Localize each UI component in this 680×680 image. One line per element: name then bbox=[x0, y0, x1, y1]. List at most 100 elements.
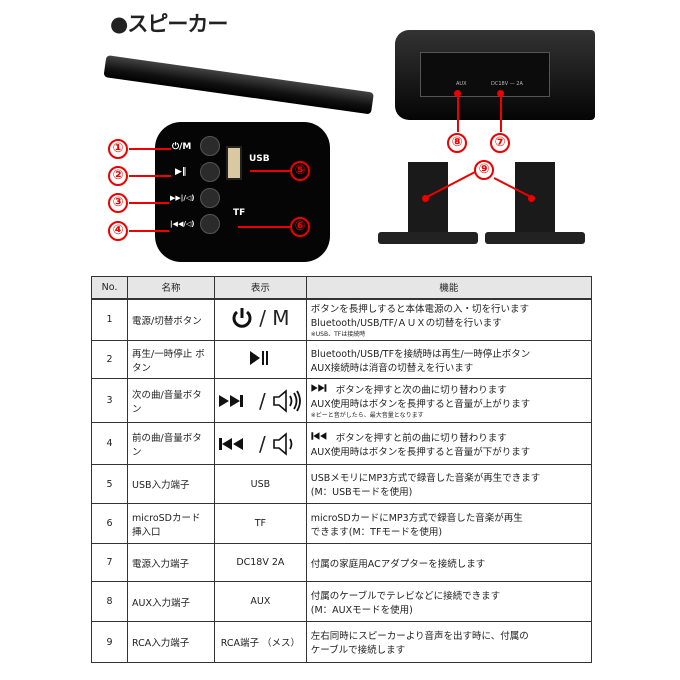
function-line: microSDカードにMP3方式で録音した音楽が再生 bbox=[310, 512, 523, 524]
tf-label: TF bbox=[233, 208, 246, 218]
row-function: ボタンを長押しすると本体電源の入・切を行います Bluetooth/USB/TF/… bbox=[305, 298, 593, 341]
row-display: USB bbox=[214, 464, 307, 504]
function-line: AUX接続時は消音の切替えを行います bbox=[310, 362, 474, 374]
rear-panel-photo: AUX DC18V — 2A bbox=[395, 30, 595, 120]
display-text: / bbox=[259, 388, 266, 413]
play-pause-icon bbox=[250, 350, 270, 366]
usb-label: USB bbox=[249, 154, 270, 164]
row-no: 6 bbox=[91, 503, 128, 544]
row-no: 3 bbox=[91, 378, 128, 423]
row-display: TF bbox=[214, 503, 307, 544]
callout-7: ⑦ bbox=[490, 133, 510, 153]
row-name: 電源/切替ボタン bbox=[127, 298, 215, 341]
function-line: 付属の家庭用ACアダプターを接続します bbox=[310, 558, 486, 570]
dc-label: DC18V — 2A bbox=[491, 81, 523, 87]
display-text: DC18V 2A bbox=[236, 557, 285, 568]
header-function: 機能 bbox=[305, 276, 593, 300]
row-function: Bluetooth/USB/TFを接続時は再生/一時停止ボタン AUX接続時は消音… bbox=[305, 340, 593, 379]
row-name: RCA入力端子 bbox=[127, 621, 215, 663]
row-no: 7 bbox=[91, 543, 128, 582]
row-function: 左右同時にスピーカーより音声を出す時に、付属のケーブルで接続します bbox=[305, 621, 593, 663]
display-text: / M bbox=[259, 306, 290, 331]
function-note: ※USB、TFは接続時 bbox=[310, 331, 366, 339]
function-line: ボタンを長押しすると本体電源の入・切を行います bbox=[310, 304, 530, 316]
row-display: / M bbox=[214, 298, 307, 341]
row-name: 次の曲/音量ボタン bbox=[127, 378, 215, 423]
next-button-photo bbox=[200, 188, 220, 208]
display-text: AUX bbox=[250, 596, 271, 607]
row-display: / bbox=[214, 378, 307, 423]
callout-2: ② bbox=[108, 166, 128, 186]
function-line: AUX使用時はボタンを長押すると音量が下がります bbox=[310, 446, 531, 458]
row-name: 前の曲/音量ボタン bbox=[127, 422, 215, 465]
function-line: 付属のケーブルでテレビなどに接続できます bbox=[310, 590, 501, 602]
control-panel-photo: ⏻/M ▶‖ ▶▶|/◁) |◀◀/◁) USB TF bbox=[155, 122, 330, 262]
header-no: No. bbox=[91, 276, 128, 300]
prev-volume-down-icon: / bbox=[219, 432, 302, 456]
function-line: AUX使用時はボタンを長押すると音量が上がります bbox=[310, 399, 531, 410]
row-display: / bbox=[214, 422, 307, 465]
function-line: Bluetooth/USB/TF/ＡＵＸの切替を行います bbox=[310, 318, 502, 330]
row-display: AUX bbox=[214, 581, 307, 622]
power-icon: / M bbox=[231, 306, 290, 331]
prev-button-photo bbox=[200, 214, 220, 234]
display-text: RCA端子 （メス） bbox=[220, 638, 301, 649]
play-button-photo bbox=[200, 162, 220, 182]
callout-5: ⑤ bbox=[290, 161, 310, 181]
power-m-label: ⏻/M bbox=[172, 142, 192, 152]
row-no: 2 bbox=[91, 340, 128, 379]
header-name: 名称 bbox=[127, 276, 215, 300]
function-line: (M：USBモードを使用) bbox=[310, 487, 413, 498]
row-no: 4 bbox=[91, 422, 128, 465]
side-photo-right bbox=[485, 162, 585, 244]
callout-6: ⑥ bbox=[290, 217, 310, 237]
row-function: microSDカードにMP3方式で録音した音楽が再生できます(M：TFモードを使… bbox=[305, 503, 593, 544]
display-text: / bbox=[259, 431, 266, 456]
function-line: 左右同時にスピーカーより音声を出す時に、付属の bbox=[310, 631, 529, 642]
function-line: できます(M：TFモードを使用) bbox=[310, 526, 443, 538]
display-text: TF bbox=[254, 518, 267, 529]
row-name: microSDカード 挿入口 bbox=[127, 503, 215, 544]
row-display: DC18V 2A bbox=[214, 543, 307, 582]
aux-label: AUX bbox=[456, 81, 467, 87]
next-volume-up-icon: / bbox=[219, 389, 302, 413]
callout-8: ⑧ bbox=[447, 133, 467, 153]
row-no: 5 bbox=[91, 464, 128, 504]
row-no: 8 bbox=[91, 581, 128, 622]
row-function: ボタンを押すと次の曲に切り替わります AUX使用時はボタンを長押すると音量が上がり… bbox=[305, 378, 593, 423]
callout-1: ① bbox=[108, 139, 128, 159]
section-title: ●スピーカー bbox=[110, 12, 228, 36]
power-button-photo bbox=[200, 136, 220, 156]
callout-3: ③ bbox=[108, 193, 128, 213]
function-line: (M：AUXモードを使用) bbox=[310, 604, 413, 616]
function-note: ※ビーと音がしたら、最大音量となります bbox=[310, 412, 424, 419]
usb-port bbox=[226, 146, 242, 180]
callout-9: ⑨ bbox=[474, 160, 494, 180]
row-function: 付属のケーブルでテレビなどに接続できます (M：AUXモードを使用) bbox=[305, 581, 593, 622]
row-display bbox=[214, 340, 307, 379]
row-display: RCA端子 （メス） bbox=[214, 621, 307, 663]
row-name: AUX入力端子 bbox=[127, 581, 215, 622]
function-line: ボタンを押すと次の曲に切り替わります bbox=[335, 385, 507, 396]
row-function: USBメモリにMP3方式で録音した音楽が再生できます (M：USBモードを使用) bbox=[305, 464, 593, 504]
function-line: ケーブルで接続します bbox=[310, 645, 406, 656]
display-text: USB bbox=[250, 478, 271, 490]
callout-4: ④ bbox=[108, 221, 128, 241]
row-name: 再生/一時停止 ボタン bbox=[127, 340, 215, 379]
function-line: USBメモリにMP3方式で録音した音楽が再生できます bbox=[310, 473, 541, 484]
row-no: 9 bbox=[91, 621, 128, 663]
row-name: USB入力端子 bbox=[127, 464, 215, 504]
header-display: 表示 bbox=[214, 276, 307, 300]
function-line: Bluetooth/USB/TFを接続時は再生/一時停止ボタン bbox=[310, 348, 531, 360]
row-function: 付属の家庭用ACアダプターを接続します bbox=[305, 543, 593, 582]
